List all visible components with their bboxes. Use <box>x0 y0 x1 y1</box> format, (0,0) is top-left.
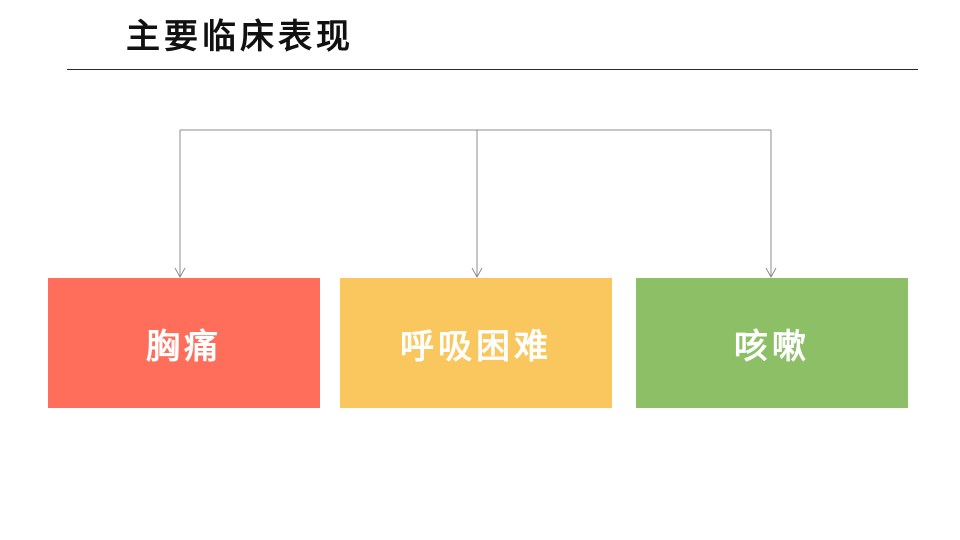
symptom-box-cough: 咳嗽 <box>636 278 908 408</box>
arrowhead-1 <box>174 267 186 279</box>
slide-title: 主要临床表现 <box>126 17 354 57</box>
symptom-box-dyspnea: 呼吸困难 <box>340 278 612 408</box>
symptom-label: 咳嗽 <box>734 326 810 367</box>
arrowhead-3 <box>765 267 777 279</box>
symptom-label: 胸痛 <box>146 326 222 367</box>
symptom-label: 呼吸困难 <box>400 326 552 367</box>
symptom-box-chest-pain: 胸痛 <box>48 278 320 408</box>
connector-group <box>174 129 777 279</box>
arrowhead-2 <box>471 267 483 279</box>
title-divider <box>67 69 918 70</box>
